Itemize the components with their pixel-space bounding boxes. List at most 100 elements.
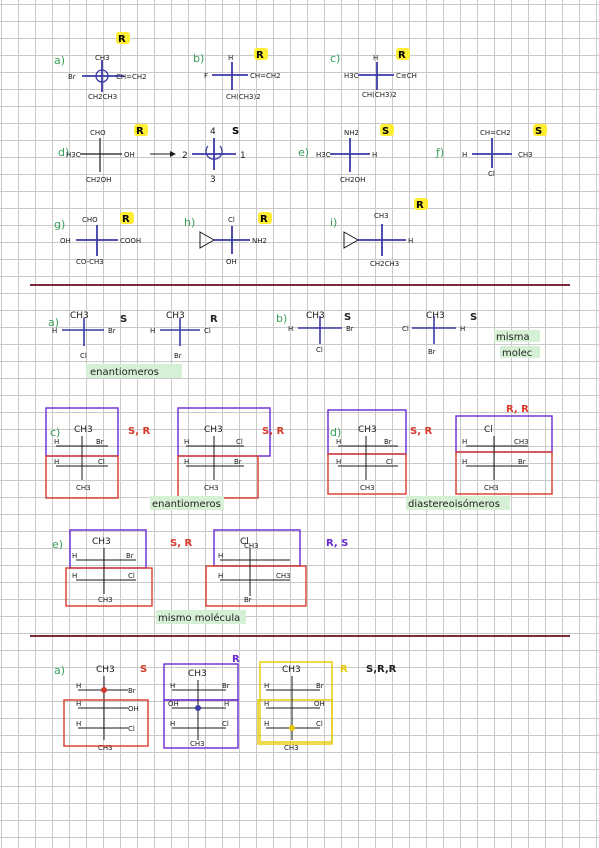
svg-text:CH3: CH3 (358, 425, 377, 435)
svg-text:Br: Br (244, 596, 252, 604)
svg-text:CH3: CH3 (98, 596, 113, 604)
svg-text:H: H (54, 458, 59, 466)
svg-text:H: H (462, 438, 467, 446)
svg-text:S: S (232, 126, 239, 137)
svg-text:CH3: CH3 (95, 54, 110, 62)
svg-text:CH2CH3: CH2CH3 (88, 93, 117, 101)
svg-text:OH: OH (226, 258, 237, 266)
svg-text:H: H (54, 438, 59, 446)
svg-text:H: H (218, 572, 223, 580)
svg-text:Br: Br (384, 438, 392, 446)
svg-text:a): a) (48, 316, 59, 329)
svg-text:CH3: CH3 (92, 537, 111, 547)
svg-text:H: H (228, 54, 233, 62)
svg-text:3: 3 (210, 175, 216, 185)
svg-text:H: H (460, 325, 465, 333)
svg-text:S: S (344, 312, 351, 323)
svg-text:S, R: S, R (410, 426, 432, 437)
svg-text:H3C: H3C (316, 151, 331, 159)
svg-text:H: H (218, 552, 223, 560)
svg-text:h): h) (184, 216, 195, 229)
svg-text:R, R: R, R (506, 404, 529, 415)
svg-text:S, R: S, R (128, 426, 150, 437)
svg-text:Cl: Cl (240, 537, 249, 547)
svg-text:Br: Br (234, 458, 242, 466)
svg-text:CH3: CH3 (244, 542, 259, 550)
svg-text:R: R (416, 200, 424, 211)
svg-text:S: S (535, 126, 542, 137)
svg-text:e): e) (298, 146, 309, 159)
svg-text:H3C: H3C (66, 151, 81, 159)
svg-text:R: R (122, 214, 130, 225)
svg-text:CH3: CH3 (98, 744, 113, 752)
fischer-b: b) R H F CH=CH2 CH(CH3)2 (193, 48, 281, 101)
svg-text:H: H (264, 700, 269, 708)
svg-text:R, S: R, S (326, 538, 348, 549)
svg-text:H: H (76, 682, 81, 690)
svg-text:Cl: Cl (128, 725, 135, 733)
svg-text:H: H (52, 327, 57, 335)
svg-text:b): b) (193, 52, 204, 65)
svg-text:CH3: CH3 (514, 438, 529, 446)
svg-text:H: H (372, 151, 377, 159)
svg-text:H: H (264, 682, 269, 690)
svg-text:OH: OH (124, 151, 135, 159)
svg-text:S, R: S, R (170, 538, 192, 549)
svg-text:CH3: CH3 (360, 484, 375, 492)
svg-text:C≡CH: C≡CH (396, 72, 417, 80)
svg-text:Cl: Cl (316, 346, 323, 354)
svg-text:Br: Br (108, 327, 116, 335)
svg-text:CH=CH2: CH=CH2 (116, 73, 147, 81)
svg-text:Cl: Cl (386, 458, 393, 466)
svg-text:Br: Br (68, 73, 76, 81)
svg-text:misma: misma (496, 332, 530, 343)
svg-text:R: R (136, 126, 144, 137)
svg-text:CH2CH3: CH2CH3 (370, 260, 399, 268)
svg-text:c): c) (330, 52, 340, 65)
svg-text:H: H (76, 720, 81, 728)
svg-text:a): a) (54, 664, 65, 677)
svg-text:molec: molec (502, 348, 532, 359)
svg-text:R: R (340, 664, 348, 675)
svg-text:Cl: Cl (488, 170, 495, 178)
svg-text:Br: Br (96, 438, 104, 446)
svg-text:H: H (150, 327, 155, 335)
svg-text:CH2OH: CH2OH (86, 176, 111, 184)
svg-text:F: F (204, 72, 208, 80)
svg-text:CH3: CH3 (70, 311, 89, 321)
svg-text:CH(CH3)2: CH(CH3)2 (226, 93, 261, 101)
svg-text:CH3: CH3 (204, 425, 223, 435)
pair-c: c) S, R CH3 H Br H Cl CH3 S, R CH3 H Cl … (45, 407, 284, 510)
svg-text:Br: Br (174, 352, 182, 360)
svg-text:CH3: CH3 (484, 484, 499, 492)
svg-text:H: H (288, 325, 293, 333)
svg-text:OH: OH (60, 237, 71, 245)
svg-text:CH3: CH3 (282, 665, 301, 675)
svg-text:CH3: CH3 (276, 572, 291, 580)
svg-text:Cl: Cl (236, 438, 243, 446)
svg-text:Br: Br (222, 682, 230, 690)
svg-text:S: S (470, 312, 477, 323)
svg-text:H: H (462, 458, 467, 466)
svg-text:COOH: COOH (120, 237, 141, 245)
svg-text:CHO: CHO (90, 129, 106, 137)
svg-text:CHO: CHO (82, 216, 98, 224)
svg-text:d): d) (58, 146, 69, 159)
svg-text:mismo molécula: mismo molécula (158, 612, 240, 624)
svg-text:H: H (72, 552, 77, 560)
fischer-e: e) S NH2 H3C H CH2OH (298, 124, 394, 184)
svg-text:H: H (76, 700, 81, 708)
svg-text:2: 2 (182, 151, 188, 161)
svg-text:R: R (256, 50, 264, 61)
svg-text:CH3: CH3 (190, 740, 205, 748)
svg-text:ƒ): ƒ) (435, 146, 444, 159)
svg-text:Br: Br (126, 552, 134, 560)
svg-text:CH=CH2: CH=CH2 (480, 129, 511, 137)
svg-text:S: S (382, 126, 389, 137)
svg-text:R: R (210, 314, 218, 325)
three-stereocenters: a) CH3 S H Br H OH H Cl CH3 R CH3 H Br O… (54, 654, 397, 752)
svg-text:H: H (462, 151, 467, 159)
fischer-c: c) R H H3C C≡CH CH(CH3)2 (330, 48, 417, 99)
svg-text:Cl: Cl (484, 425, 493, 435)
